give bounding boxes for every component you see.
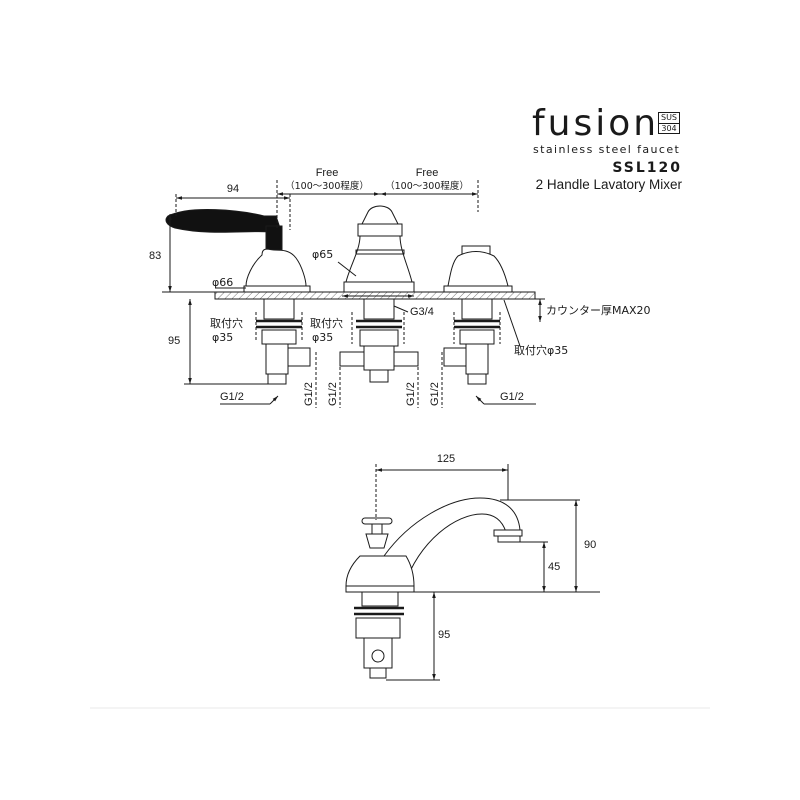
hole-left-2-size: φ35 — [312, 331, 333, 344]
handle-length-dim: 94 — [227, 183, 239, 195]
vertical-thread-4: G1/2 — [429, 382, 441, 406]
model-description: 2 Handle Lavatory Mixer — [535, 177, 682, 192]
free-right-label: Free — [416, 167, 439, 179]
base-diameter-spout: φ65 — [312, 248, 333, 261]
depth-below-dim: 95 — [168, 335, 180, 347]
hole-left-1-size: φ35 — [212, 331, 233, 344]
counter-thickness: カウンター厚MAX20 — [546, 304, 651, 317]
handle-height-dim: 83 — [149, 250, 161, 262]
spout-height-dim: 45 — [548, 561, 560, 573]
vertical-thread-2: G1/2 — [327, 382, 339, 406]
free-left-label: Free — [316, 167, 339, 179]
reach-dim: 125 — [437, 453, 455, 465]
pipe-right-thread: G1/2 — [500, 391, 524, 403]
hole-left-2: 取付穴 — [310, 316, 343, 330]
grade-bottom: 304 — [661, 124, 677, 133]
vertical-thread-3: G1/2 — [405, 382, 417, 406]
hole-right: 取付穴φ35 — [514, 343, 568, 357]
total-height-dim: 90 — [584, 539, 596, 551]
brand-word: fusion — [532, 103, 660, 144]
vertical-thread-1: G1/2 — [303, 382, 315, 406]
free-right-range: （100～300程度） — [385, 180, 469, 192]
side-depth-dim: 95 — [438, 629, 450, 641]
brand-tagline: stainless steel faucet — [533, 143, 681, 156]
model-code: SSL120 — [612, 160, 682, 176]
free-left-range: （100～300程度） — [285, 180, 369, 192]
base-diameter-left: φ66 — [212, 276, 233, 289]
grade-top: SUS — [659, 113, 679, 124]
center-spout — [339, 205, 419, 383]
side-view — [345, 464, 600, 681]
steel-grade-badge: SUS 304 — [658, 112, 680, 134]
hole-left-1: 取付穴 — [210, 316, 243, 330]
pipe-left-thread: G1/2 — [220, 391, 244, 403]
front-view — [162, 180, 545, 408]
spout-thread: G3/4 — [410, 306, 434, 318]
left-handle-valve — [165, 209, 311, 385]
right-handle-valve — [443, 245, 513, 385]
